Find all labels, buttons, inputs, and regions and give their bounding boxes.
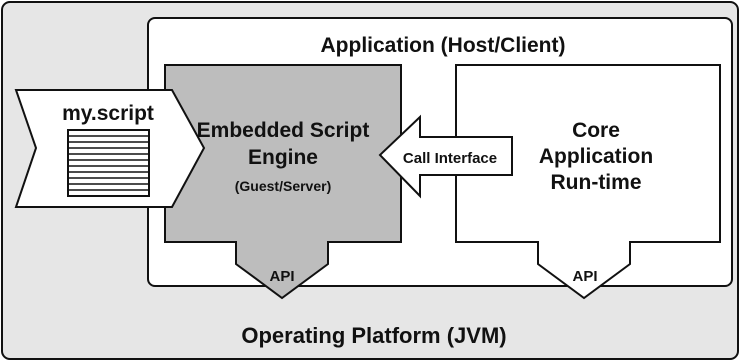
call-interface-label: Call Interface [403, 150, 497, 167]
document-lines-icon [67, 129, 150, 197]
script-engine-subtitle: (Guest/Server) [235, 178, 331, 194]
call-interface-arrow [378, 114, 513, 199]
script-file-label: my.script [62, 102, 154, 125]
api-label-right: API [572, 268, 597, 285]
core-runtime-box [455, 64, 721, 300]
application-title: Application (Host/Client) [321, 34, 566, 57]
api-label-left: API [269, 268, 294, 285]
core-runtime-line2: Application [539, 145, 653, 168]
core-runtime-line3: Run-time [551, 171, 642, 194]
script-engine-title-line1: Embedded Script [197, 119, 370, 142]
operating-platform-label: Operating Platform (JVM) [241, 323, 506, 348]
core-runtime-line1: Core [572, 119, 620, 142]
script-engine-title-line2: Engine [248, 146, 318, 169]
